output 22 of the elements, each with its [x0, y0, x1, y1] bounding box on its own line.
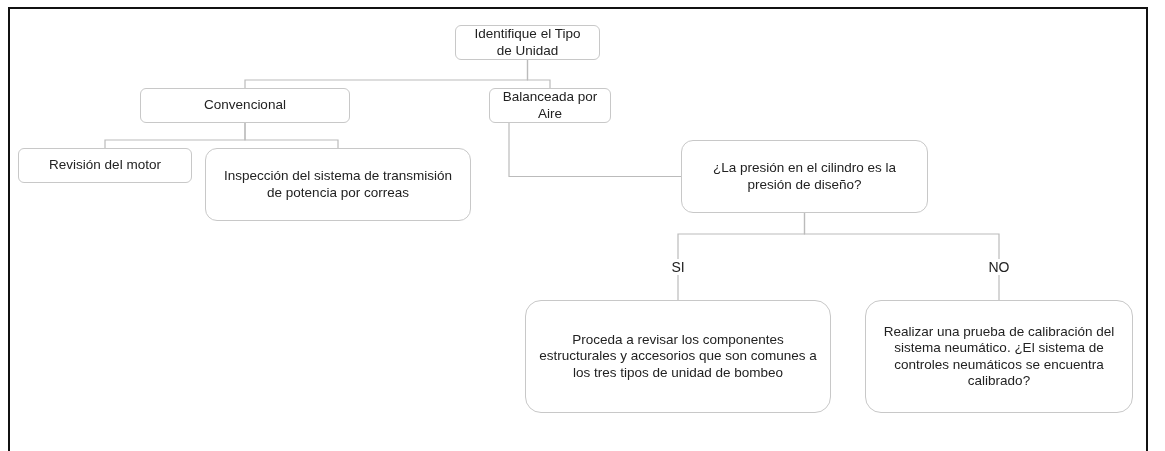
process-box — [525, 300, 831, 413]
node-text: Revisión del motor — [49, 157, 161, 174]
process-box — [140, 88, 350, 123]
node-text: Identifique el Tipo de Unidad — [473, 26, 582, 59]
node-text: Proceda a revisar los componentes estructurales y accesorios que son comunes a los tres tipos de unidad de bombeo — [538, 332, 818, 381]
node-text: Realizar una prueba de calibración del sistema neumático. ¿El sistema de controles neumáticos se encuentra calibrado? — [882, 324, 1116, 389]
edge-label: NO — [986, 259, 1012, 275]
connector-line — [803, 212, 1000, 301]
connector-line — [244, 122, 339, 149]
node-text: Balanceada por Aire — [501, 89, 599, 122]
connector-line — [508, 122, 682, 178]
process-box — [865, 300, 1133, 413]
process-box — [489, 88, 611, 123]
process-box — [455, 25, 600, 60]
connector-line — [526, 59, 551, 89]
node-text: Convencional — [204, 97, 286, 114]
process-box — [205, 148, 471, 221]
node-text: ¿La presión en el cilindro es la presión de diseño? — [711, 160, 898, 193]
edge-label: SI — [669, 259, 687, 275]
process-box — [681, 140, 928, 213]
process-box — [18, 148, 192, 183]
node-text: Inspección del sistema de transmisión de potencia por correas — [222, 168, 454, 201]
